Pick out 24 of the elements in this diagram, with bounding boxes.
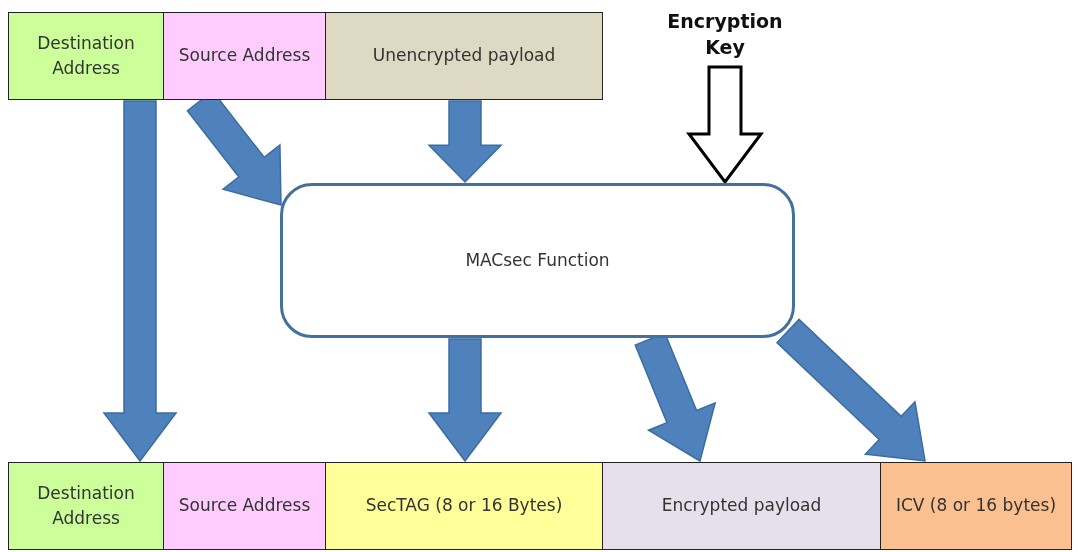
field-label: Destination Address — [36, 481, 136, 530]
field-label: Destination Address — [36, 31, 136, 80]
frame-field — [163, 462, 326, 550]
function-box — [280, 183, 795, 338]
block-arrow — [102, 100, 178, 463]
block-arrow — [686, 65, 764, 185]
field-label: Encrypted payload — [660, 494, 823, 518]
frame-field — [163, 12, 326, 100]
frame-field — [880, 462, 1072, 550]
frame-field — [602, 462, 881, 550]
block-arrow — [427, 100, 503, 184]
frame-field — [8, 462, 164, 550]
field-label: SecTAG (8 or 16 Bytes) — [364, 494, 564, 518]
field-label: Unencrypted payload — [371, 44, 557, 68]
field-label: Source Address — [177, 44, 312, 68]
field-label: MACsec Function — [465, 248, 610, 272]
block-arrow — [427, 338, 503, 463]
frame-field — [8, 12, 164, 100]
key-label: Encryption Key — [666, 9, 784, 60]
field-label: Source Address — [177, 494, 312, 518]
field-label: ICV (8 or 16 bytes) — [894, 494, 1058, 518]
frame-field — [325, 462, 603, 550]
block-arrow — [775, 318, 926, 462]
frame-field — [325, 12, 603, 100]
